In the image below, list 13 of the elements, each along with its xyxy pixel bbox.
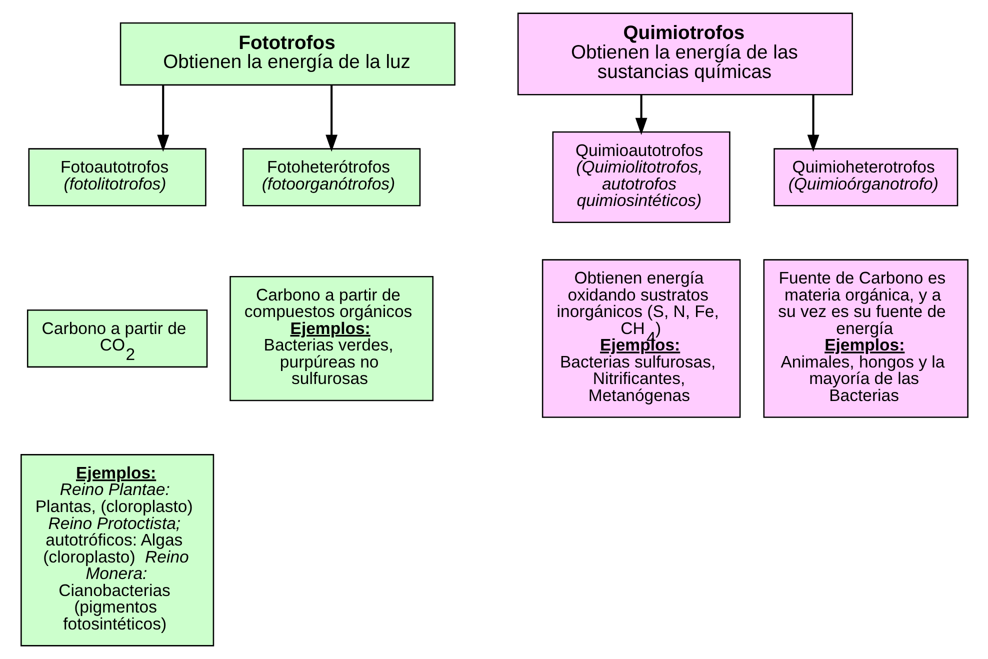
node-box: Quimioautotrofos (Quimiolitotrofos, autotrofos quimiosintéticos) xyxy=(552,131,730,224)
node-box: Fuente de Carbono es materia orgánica, y a su vez es su fuente de energía Ejemplos: Animales, hongos y la mayoría de las Bacterias xyxy=(762,259,968,418)
node-box: Quimiotrofos Obtienen la energía de las sustancias químicas xyxy=(516,12,852,96)
node-box: Fotoautotrofos (fotolitotrofos) xyxy=(28,148,206,206)
node-box: Ejemplos: Reino Plantae: Plantas, (cloroplasto) Reino Protoctista; autotróficos: Algas (cloroplasto) Reino Monera: Cianobacterias (pigmentos fotosintéticos) xyxy=(20,454,214,646)
arrow xyxy=(634,94,647,135)
arrow xyxy=(325,85,338,152)
node-box: Fotoheterótrofos (fotoorganótrofos) xyxy=(242,148,420,206)
node-box: Fototrofos Obtienen la energía de la luz xyxy=(119,22,455,86)
arrow xyxy=(156,85,169,152)
arrow xyxy=(806,94,819,152)
node-box: Quimioheterotrofos (Quimioórganotrofo) xyxy=(773,148,958,206)
node-box: Carbono a partir de compuestos orgánicos Ejemplos: Bacterias verdes, purpúreas no sulfurosas xyxy=(229,276,434,402)
